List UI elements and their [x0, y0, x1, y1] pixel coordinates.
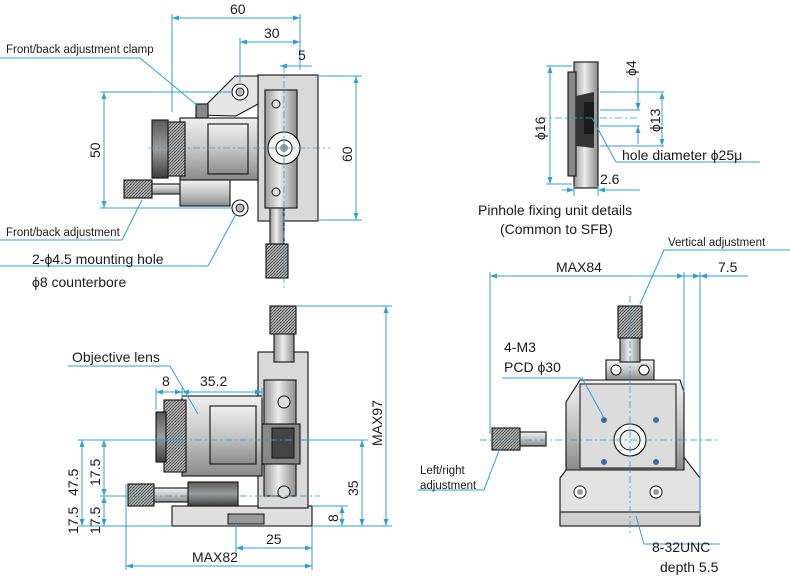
front-left-knob — [491, 427, 521, 451]
hole-diameter-label: hole diameter ϕ25μ — [622, 147, 742, 163]
dim-47-5: 47.5 — [65, 469, 81, 496]
dim-50: 50 — [87, 142, 103, 158]
tapped-holes-label: 4-M3 — [504, 339, 536, 355]
dim-7-5: 7.5 — [718, 259, 738, 275]
pcd-label: PCD ϕ30 — [504, 359, 561, 375]
dim-35-2: 35.2 — [200, 373, 227, 389]
top-bottom-knob — [265, 243, 289, 279]
dim-max82: MAX82 — [192, 549, 238, 565]
pinhole-detail: ϕ16 ϕ4 ϕ13 hole diameter ϕ25μ 2.6 Pinhol… — [478, 60, 760, 237]
side-micrometer — [127, 483, 155, 507]
dim-17-5-left: 17.5 — [65, 507, 81, 534]
dim-25: 25 — [266, 531, 282, 547]
dim-phi16: ϕ16 — [532, 116, 548, 140]
clamp-label: Front/back adjustment clamp — [6, 44, 154, 56]
dim-max84: MAX84 — [556, 259, 602, 275]
counterbore-label: ϕ8 counterbore — [32, 274, 126, 290]
dim-17-5-upper: 17.5 — [87, 459, 103, 486]
dim-60-height: 60 — [339, 146, 355, 162]
dim-35: 35 — [345, 480, 361, 496]
objective-lens-label: Objective lens — [72, 349, 160, 365]
side-view: Objective lens 8 35.2 MAX97 47.5 17.5 17… — [65, 305, 392, 570]
depth-label: depth 5.5 — [660, 559, 719, 575]
dim-60-width: 60 — [230, 1, 246, 17]
side-top-knob — [269, 305, 297, 335]
dim-phi4: ϕ4 — [623, 60, 639, 76]
pinhole-caption: Pinhole fixing unit details — [478, 202, 632, 218]
top-view: 60 30 5 50 60 Front/back adjustment clam… — [0, 1, 362, 290]
dim-8-top: 8 — [162, 373, 170, 389]
unc-label: 8-32UNC — [652, 539, 710, 555]
dim-5: 5 — [298, 47, 306, 63]
mounting-hole-label: 2-ϕ4.5 mounting hole — [32, 251, 164, 267]
left-right-label: Left/right — [420, 465, 466, 477]
front-view: MAX84 7.5 Vertical adjustment 4-M3 PCD ϕ… — [418, 237, 790, 575]
top-micrometer — [123, 179, 153, 199]
front-back-adjust-label: Front/back adjustment — [6, 227, 121, 239]
dim-phi13: ϕ13 — [647, 108, 663, 132]
dim-max97: MAX97 — [369, 400, 385, 446]
dim-8-right: 8 — [325, 514, 341, 522]
vertical-adjust-label: Vertical adjustment — [668, 237, 766, 249]
left-right-label-2: adjustment — [420, 480, 477, 492]
dim-30: 30 — [264, 25, 280, 41]
dim-2-6: 2.6 — [600, 171, 620, 187]
dim-17-5-lower: 17.5 — [87, 507, 103, 534]
pinhole-caption-sub: (Common to SFB) — [500, 221, 613, 237]
